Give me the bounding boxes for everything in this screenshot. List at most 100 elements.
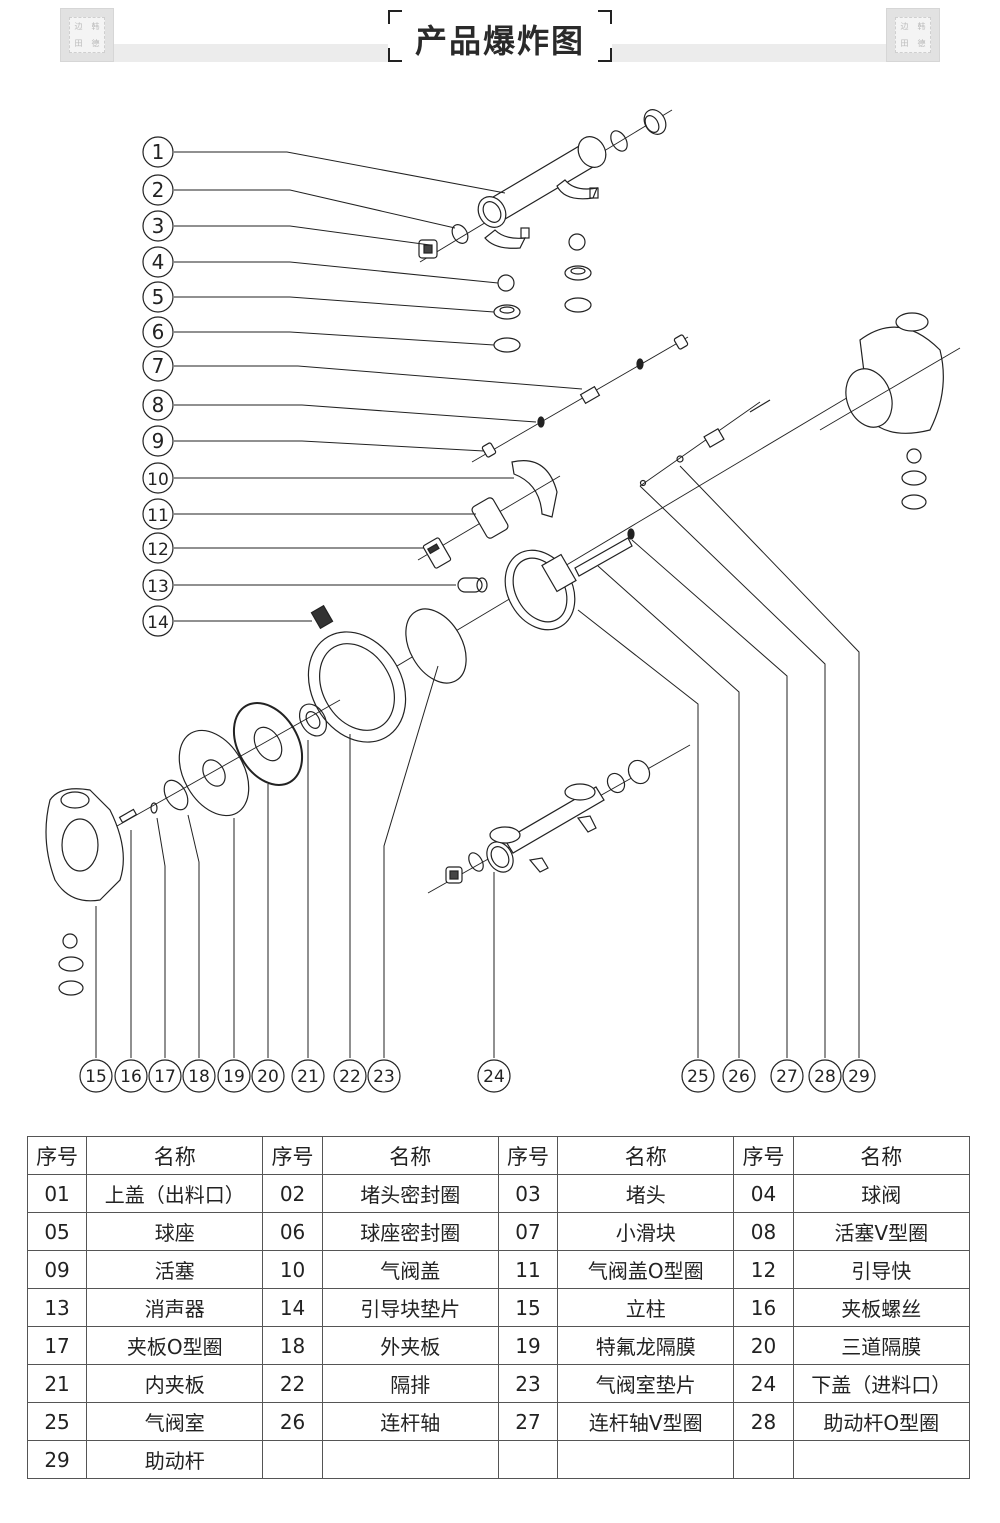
svg-text:7: 7 xyxy=(152,354,165,378)
part-number-cell: 15 xyxy=(497,1288,559,1327)
svg-text:23: 23 xyxy=(373,1067,395,1087)
svg-text:24: 24 xyxy=(483,1067,505,1087)
callout-19: 19 xyxy=(217,1059,251,1093)
part-number-cell: 20 xyxy=(733,1326,794,1365)
part-number-cell: 26 xyxy=(262,1402,323,1441)
svg-text:28: 28 xyxy=(814,1067,836,1087)
part-number-cell: 12 xyxy=(733,1250,794,1289)
part-number-cell xyxy=(733,1440,794,1479)
brand-logo-left: 边 韩 田 德 xyxy=(60,8,114,62)
part-name-cell: 球座密封圈 xyxy=(321,1212,499,1251)
upper-manifold-drawing xyxy=(418,109,673,353)
part-number-cell: 24 xyxy=(733,1364,794,1403)
part-name-cell xyxy=(557,1440,735,1479)
exploded-diagram: 1 2 3 4 5 6 7 8 9 10 11 12 13 14 15 16 1… xyxy=(45,109,961,1093)
part-number-cell: 04 xyxy=(733,1174,794,1213)
part-number-cell: 27 xyxy=(497,1402,559,1441)
svg-text:13: 13 xyxy=(147,577,169,597)
page-title: 产品爆炸图 xyxy=(414,22,585,60)
svg-text:17: 17 xyxy=(154,1067,176,1087)
part-name-cell: 下盖（进料口） xyxy=(792,1364,971,1403)
table-header-row: 序号 名称 序号 名称 序号 名称 序号 名称 xyxy=(26,1136,971,1175)
logo-glyph: 田 xyxy=(74,39,83,48)
logo-glyph: 德 xyxy=(91,39,100,48)
callout-3: 3 xyxy=(142,210,174,242)
svg-text:25: 25 xyxy=(687,1067,709,1087)
part-name-cell: 气阀室 xyxy=(86,1402,264,1441)
part-number-cell: 06 xyxy=(262,1212,323,1251)
column-header-no: 序号 xyxy=(262,1136,323,1175)
svg-text:22: 22 xyxy=(339,1067,361,1087)
callout-13: 13 xyxy=(142,569,174,601)
column-header-name: 名称 xyxy=(557,1136,735,1175)
callout-15: 15 xyxy=(79,1059,113,1093)
callout-16: 16 xyxy=(114,1059,148,1093)
part-name-cell: 小滑块 xyxy=(557,1212,735,1251)
logo-glyph: 田 xyxy=(900,39,909,48)
part-number-cell: 09 xyxy=(26,1250,88,1289)
column-header-name: 名称 xyxy=(792,1136,971,1175)
part-name-cell: 内夹板 xyxy=(86,1364,264,1403)
part-number-cell: 05 xyxy=(26,1212,88,1251)
pump-body-right-drawing xyxy=(819,312,961,510)
part-name-cell: 引导块垫片 xyxy=(321,1288,499,1327)
diaphragm-stack-drawing xyxy=(109,631,407,831)
part-number-cell xyxy=(497,1440,559,1479)
part-name-cell: 助动杆O型圈 xyxy=(792,1402,971,1441)
column-header-no: 序号 xyxy=(497,1136,559,1175)
part-number-cell: 11 xyxy=(497,1250,559,1289)
svg-text:5: 5 xyxy=(152,285,165,309)
lower-manifold-drawing xyxy=(427,744,691,894)
part-number-cell: 22 xyxy=(262,1364,323,1403)
callout-28: 28 xyxy=(808,1059,842,1093)
part-number-cell: 08 xyxy=(733,1212,794,1251)
part-number-cell: 23 xyxy=(497,1364,559,1403)
logo-glyph: 边 xyxy=(74,22,83,31)
part-name-cell: 连杆轴V型圈 xyxy=(557,1402,735,1441)
part-name-cell: 外夹板 xyxy=(321,1326,499,1365)
piston-assembly-drawing xyxy=(471,334,689,463)
column-header-name: 名称 xyxy=(86,1136,264,1175)
callout-14: 14 xyxy=(142,605,174,637)
part-number-cell: 14 xyxy=(262,1288,323,1327)
part-number-cell: 28 xyxy=(733,1402,794,1441)
svg-text:27: 27 xyxy=(776,1067,798,1087)
callout-25: 25 xyxy=(681,1059,715,1093)
svg-text:18: 18 xyxy=(188,1067,210,1087)
part-name-cell xyxy=(792,1440,971,1479)
callout-4: 4 xyxy=(142,246,174,278)
svg-text:1: 1 xyxy=(152,140,165,164)
svg-text:6: 6 xyxy=(152,320,165,344)
part-name-cell: 三道隔膜 xyxy=(792,1326,971,1365)
callouts-left: 1 2 3 4 5 6 7 8 9 10 11 12 13 14 xyxy=(142,136,174,637)
callout-10: 10 xyxy=(142,462,174,494)
part-number-cell: 18 xyxy=(262,1326,323,1365)
part-number-cell: 16 xyxy=(733,1288,794,1327)
callout-22: 22 xyxy=(333,1059,367,1093)
svg-text:3: 3 xyxy=(152,214,165,238)
callout-5: 5 xyxy=(142,281,174,313)
part-name-cell: 活塞V型圈 xyxy=(792,1212,971,1251)
part-name-cell: 活塞 xyxy=(86,1250,264,1289)
part-number-cell: 21 xyxy=(26,1364,88,1403)
logo-glyph: 边 xyxy=(900,22,909,31)
callout-11: 11 xyxy=(142,498,174,530)
part-number-cell: 29 xyxy=(26,1440,88,1479)
corner-bracket xyxy=(598,48,612,62)
svg-text:26: 26 xyxy=(728,1067,750,1087)
callout-24: 24 xyxy=(477,1059,511,1093)
brand-logo-right: 边 韩 田 德 xyxy=(886,8,940,62)
part-number-cell: 19 xyxy=(497,1326,559,1365)
part-name-cell: 气阀盖O型圈 xyxy=(557,1250,735,1289)
valve-cover-drawing xyxy=(310,460,561,630)
callout-2: 2 xyxy=(142,174,174,206)
leader-lines xyxy=(95,151,860,1058)
part-name-cell: 助动杆 xyxy=(86,1440,264,1479)
callout-12: 12 xyxy=(142,532,174,564)
callout-23: 23 xyxy=(367,1059,401,1093)
